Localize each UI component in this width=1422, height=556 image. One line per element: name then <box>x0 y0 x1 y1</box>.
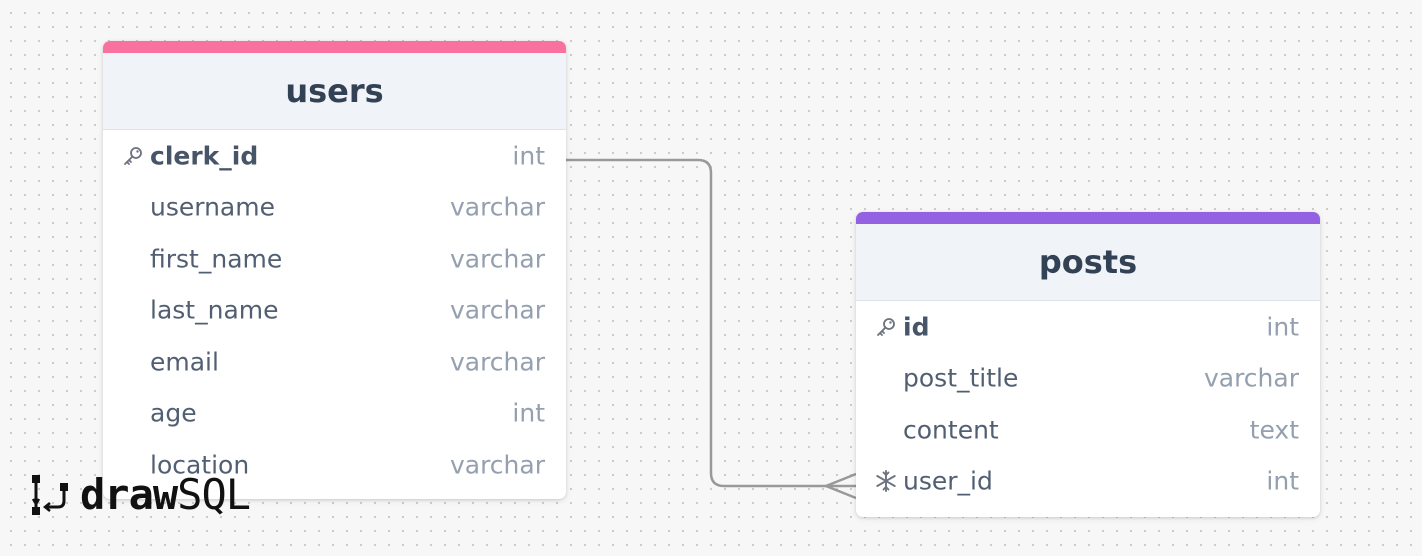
users-table[interactable]: users clerk_id int username varchar firs… <box>103 41 566 499</box>
key-icon <box>124 146 142 165</box>
column-type: varchar <box>449 347 545 377</box>
column-type: text <box>1249 415 1299 445</box>
column-row-first-name[interactable]: first_name varchar <box>103 233 566 285</box>
column-name: username <box>150 192 275 222</box>
column-name: clerk_id <box>150 141 259 171</box>
column-name: age <box>150 398 197 428</box>
column-name: location <box>150 450 250 480</box>
column-row-last-name[interactable]: last_name varchar <box>103 285 566 337</box>
column-name: email <box>150 347 219 377</box>
column-row-age[interactable]: age int <box>103 388 566 440</box>
column-type: varchar <box>449 192 545 222</box>
posts-table[interactable]: posts id int post_title varchar content … <box>856 212 1320 517</box>
column-row-id[interactable]: id int <box>856 301 1320 353</box>
column-type: int <box>512 141 545 171</box>
column-name: user_id <box>903 466 993 496</box>
column-row-location[interactable]: location varchar <box>103 439 566 491</box>
column-name: content <box>903 415 999 445</box>
table-name: posts <box>1038 243 1138 281</box>
key-icon <box>877 317 895 336</box>
logo-word-draw: draw <box>80 469 178 519</box>
column-row-user-id[interactable]: user_id int <box>856 456 1320 508</box>
column-type: varchar <box>449 244 545 274</box>
column-type: varchar <box>449 450 545 480</box>
logo-word-sql: SQL <box>177 469 251 519</box>
table-accent-bar <box>103 41 566 53</box>
column-type: varchar <box>1203 363 1299 393</box>
column-name: post_title <box>903 363 1019 393</box>
column-name: last_name <box>150 295 279 325</box>
column-type: int <box>1266 466 1299 496</box>
column-row-post-title[interactable]: post_title varchar <box>856 353 1320 405</box>
column-row-email[interactable]: email varchar <box>103 336 566 388</box>
column-type: int <box>1266 312 1299 342</box>
table-name: users <box>285 72 384 110</box>
crows-foot-marker <box>822 472 857 500</box>
table-accent-bar <box>856 212 1320 224</box>
table-header[interactable]: users <box>103 53 566 130</box>
column-row-clerk-id[interactable]: clerk_id int <box>103 130 566 182</box>
column-row-username[interactable]: username varchar <box>103 182 566 234</box>
column-name: first_name <box>150 244 283 274</box>
snowflake-icon <box>876 470 896 493</box>
drawsql-logo-icon <box>31 475 68 515</box>
column-row-content[interactable]: content text <box>856 404 1320 456</box>
column-name: id <box>903 312 930 342</box>
column-type: varchar <box>449 295 545 325</box>
column-type: int <box>512 398 545 428</box>
table-header[interactable]: posts <box>856 224 1320 301</box>
